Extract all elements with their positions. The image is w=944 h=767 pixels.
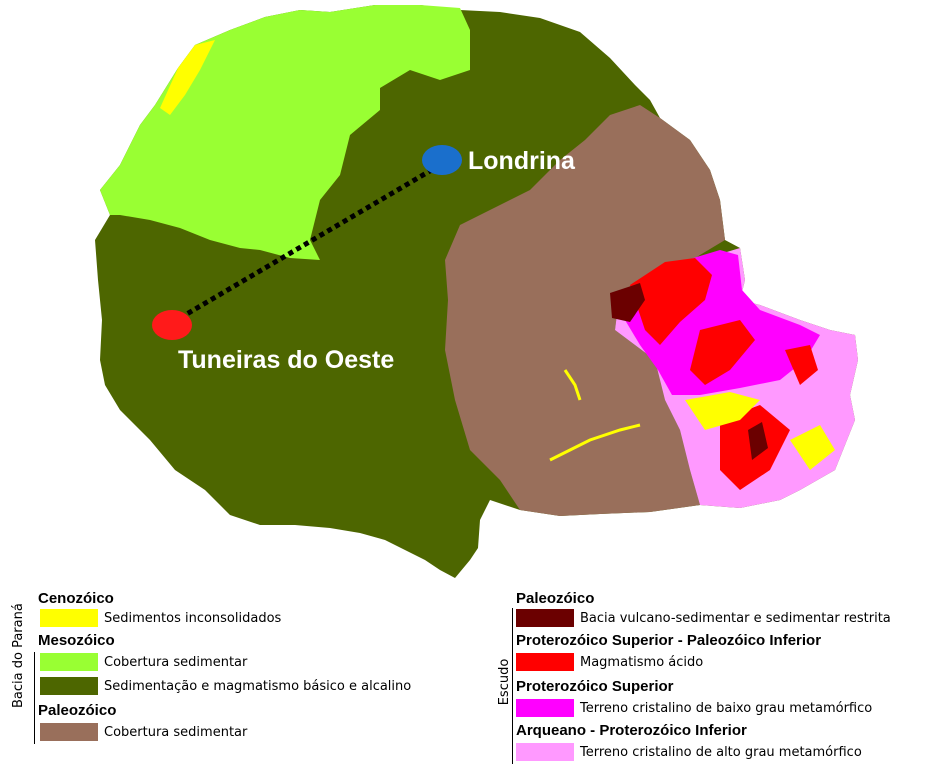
city-label-londrina: Londrina (468, 147, 575, 175)
river-sedimentos-1 (549, 423, 641, 462)
swatch-olive (40, 677, 98, 695)
region-sedimentos-nw (160, 40, 215, 115)
legend-era-arqueano: Arqueano - Proterozóico Inferior (516, 722, 747, 739)
legend-item-sedimentos-inconsolidados: Sedimentos inconsolidados (40, 608, 281, 628)
legend-label: Sedimentação e magmatismo básico e alcal… (104, 678, 412, 694)
city-label-tuneiras: Tuneiras do Oeste (178, 346, 395, 374)
legend-item-cobertura-mesozoico: Cobertura sedimentar (40, 652, 247, 672)
legend-item-baixo-grau: Terreno cristalino de baixo grau metamór… (516, 698, 872, 718)
legend-label: Cobertura sedimentar (104, 654, 248, 670)
region-bacia-vulcano-2 (748, 422, 768, 460)
swatch-yellow (40, 609, 98, 627)
swatch-light-green (40, 653, 98, 671)
legend-era-paleozoico: Paleozóico (38, 702, 117, 719)
region-bacia-vulcano (610, 283, 645, 322)
region-sedimentos-se-2 (790, 425, 835, 470)
legend-label: Terreno cristalino de baixo grau metamór… (580, 700, 873, 716)
legend-item-cobertura-paleozoico: Cobertura sedimentar (40, 722, 247, 742)
legend-item-bacia-vulcano: Bacia vulcano-sedimentar e sedimentar re… (516, 608, 891, 628)
legend-label: Terreno cristalino de alto grau metamórf… (580, 744, 862, 760)
legend-item-sedimentacao-magmatismo: Sedimentação e magmatismo básico e alcal… (40, 676, 411, 696)
legend-era-prot-sup-paleo-inf: Proterozóico Superior - Paleozóico Infer… (516, 632, 822, 649)
region-magmatismo-acido-4 (785, 345, 818, 385)
swatch-pink (516, 743, 574, 761)
swatch-dark-red (516, 609, 574, 627)
city-marker-tuneiras (152, 310, 192, 340)
region-cobertura-paleozoico (445, 105, 725, 516)
geologic-map (95, 5, 858, 578)
legend-group-bar-escudo (512, 608, 513, 764)
swatch-magenta (516, 699, 574, 717)
region-magmatismo-acido-2 (690, 320, 755, 385)
legend-group-label-escudo: Escudo (497, 658, 512, 706)
legend-group-bar-bacia (34, 652, 35, 744)
swatch-brown (40, 723, 98, 741)
legend-item-alto-grau: Terreno cristalino de alto grau metamórf… (516, 742, 862, 762)
legend-label: Cobertura sedimentar (104, 724, 248, 740)
region-sedimentos-se (685, 392, 760, 430)
legend-group-label-bacia: Bacia do Paraná (11, 603, 26, 708)
region-magmatismo-acido (630, 258, 712, 345)
river-sedimentos-2 (563, 369, 582, 401)
city-marker-londrina (422, 145, 462, 175)
legend-era-paleozoico-escudo: Paleozóico (516, 590, 595, 607)
swatch-red (516, 653, 574, 671)
legend-label: Magmatismo ácido (580, 654, 704, 670)
legend-label: Sedimentos inconsolidados (104, 610, 282, 626)
legend-era-prot-sup: Proterozóico Superior (516, 678, 674, 695)
legend-label: Bacia vulcano-sedimentar e sedimentar re… (580, 610, 891, 626)
legend-era-cenozoico: Cenozóico (38, 590, 114, 607)
legend-item-magmatismo-acido: Magmatismo ácido (516, 652, 703, 672)
legend-era-mesozoico: Mesozóico (38, 632, 115, 649)
